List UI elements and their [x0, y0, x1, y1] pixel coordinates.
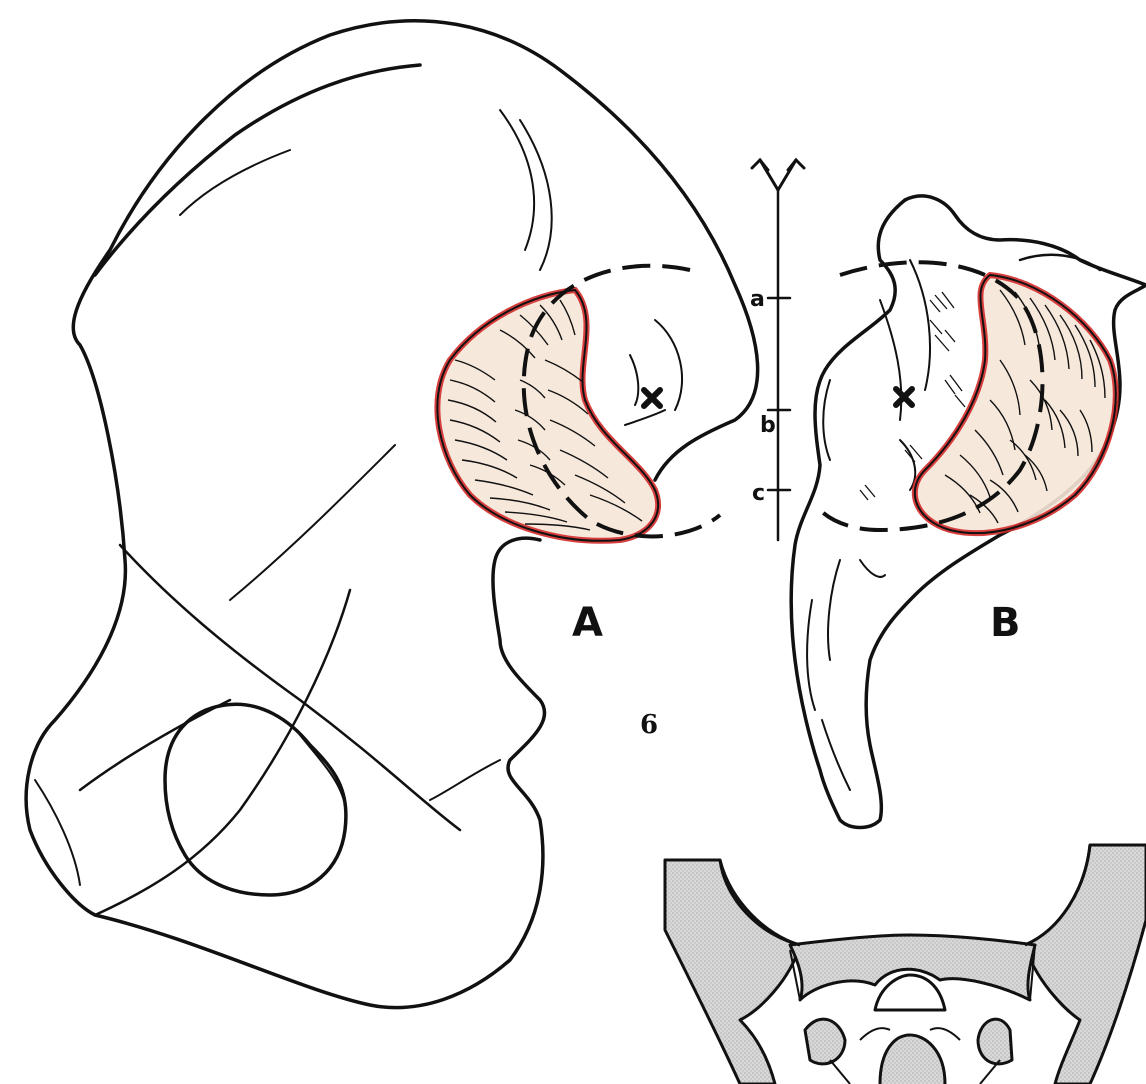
auricular-surface-sacrum — [915, 275, 1116, 533]
panel-label-a: A — [572, 600, 603, 646]
figure-number: 6 — [640, 710, 658, 740]
rotation-center-marker-a — [644, 390, 660, 406]
axis-tick-label-a: a — [750, 287, 765, 312]
rotation-center-marker-b — [896, 389, 912, 405]
auricular-surface-ilium — [437, 290, 658, 541]
obturator-foramen — [165, 704, 346, 895]
pelvis-cross-section — [665, 845, 1146, 1084]
axis-tick-label-b: b — [760, 413, 776, 438]
axis-tick-label-c: c — [752, 481, 765, 506]
panel-label-b: B — [990, 600, 1021, 646]
